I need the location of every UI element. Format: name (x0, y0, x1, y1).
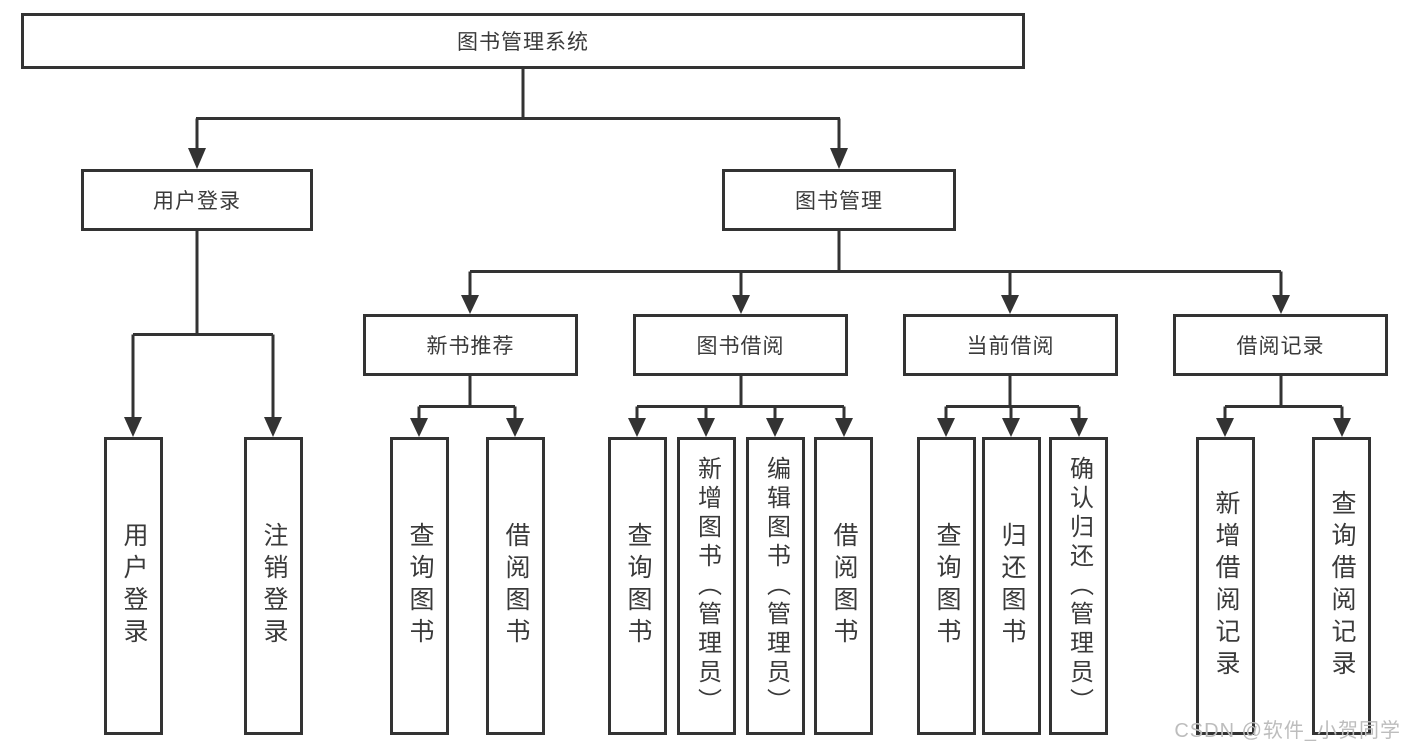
leaf-user-login-label: 用户登录 (120, 522, 148, 650)
node-root-label: 图书管理系统 (457, 31, 589, 54)
node-borrow-records: 借阅记录 (1173, 314, 1388, 376)
watermark: CSDN @软件_小贺同学 (1174, 720, 1401, 742)
leaf-return-books: 归还图书 (982, 437, 1041, 735)
edge-mgmt-to-level3 (468, 231, 1283, 297)
leaf-borrow-books-borrow-label: 借阅图书 (830, 522, 858, 650)
node-book-mgmt-label: 图书管理 (795, 190, 883, 213)
leaf-query-books-current: 查询图书 (917, 437, 976, 735)
node-book-borrow: 图书借阅 (633, 314, 848, 376)
node-user-login-label: 用户登录 (153, 190, 241, 213)
node-book-borrow-label: 图书借阅 (696, 335, 785, 358)
leaf-edit-book-admin-label: 编辑图书（管理员） (762, 455, 790, 717)
leaf-add-book-admin: 新增图书（管理员） (677, 437, 736, 735)
leaf-confirm-return-admin-label: 确认归还（管理员） (1065, 455, 1093, 717)
leaf-add-borrow-record-label: 新增借阅记录 (1212, 490, 1240, 682)
edge-login-to-leaves (131, 231, 275, 419)
leaf-query-borrow-record: 查询借阅记录 (1312, 437, 1371, 735)
edge-borrow-to-leaves (635, 376, 846, 420)
leaf-query-borrow-record-label: 查询借阅记录 (1328, 490, 1356, 682)
node-current-borrow-label: 当前借阅 (966, 335, 1055, 358)
node-root: 图书管理系统 (21, 13, 1025, 69)
leaf-logout-label: 注销登录 (260, 522, 288, 650)
arrowheads (124, 148, 1351, 437)
leaf-query-books-borrow: 查询图书 (608, 437, 667, 735)
leaf-borrow-books-borrow: 借阅图书 (814, 437, 873, 735)
leaf-logout: 注销登录 (244, 437, 303, 735)
leaf-confirm-return-admin: 确认归还（管理员） (1049, 437, 1108, 735)
leaf-query-books-recommend-label: 查询图书 (406, 522, 434, 650)
edge-current-to-leaves (944, 376, 1081, 420)
leaf-add-book-admin-label: 新增图书（管理员） (693, 455, 721, 717)
node-current-borrow: 当前借阅 (903, 314, 1118, 376)
edge-recommend-to-leaves (417, 376, 517, 420)
leaf-borrow-books-recommend: 借阅图书 (486, 437, 545, 735)
edge-records-to-leaves (1223, 376, 1344, 420)
node-new-book-recommend-label: 新书推荐 (426, 335, 515, 358)
node-user-login: 用户登录 (81, 169, 313, 231)
node-book-mgmt: 图书管理 (722, 169, 956, 231)
leaf-query-books-recommend: 查询图书 (390, 437, 449, 735)
node-borrow-records-label: 借阅记录 (1236, 335, 1325, 358)
leaf-edit-book-admin: 编辑图书（管理员） (746, 437, 805, 735)
leaf-add-borrow-record: 新增借阅记录 (1196, 437, 1255, 735)
leaf-return-books-label: 归还图书 (998, 522, 1026, 650)
leaf-query-books-borrow-label: 查询图书 (624, 522, 652, 650)
leaf-query-books-current-label: 查询图书 (933, 522, 961, 650)
node-new-book-recommend: 新书推荐 (363, 314, 578, 376)
leaf-user-login: 用户登录 (104, 437, 163, 735)
edge-root-to-level2 (195, 69, 841, 150)
leaf-borrow-books-recommend-label: 借阅图书 (502, 522, 530, 650)
